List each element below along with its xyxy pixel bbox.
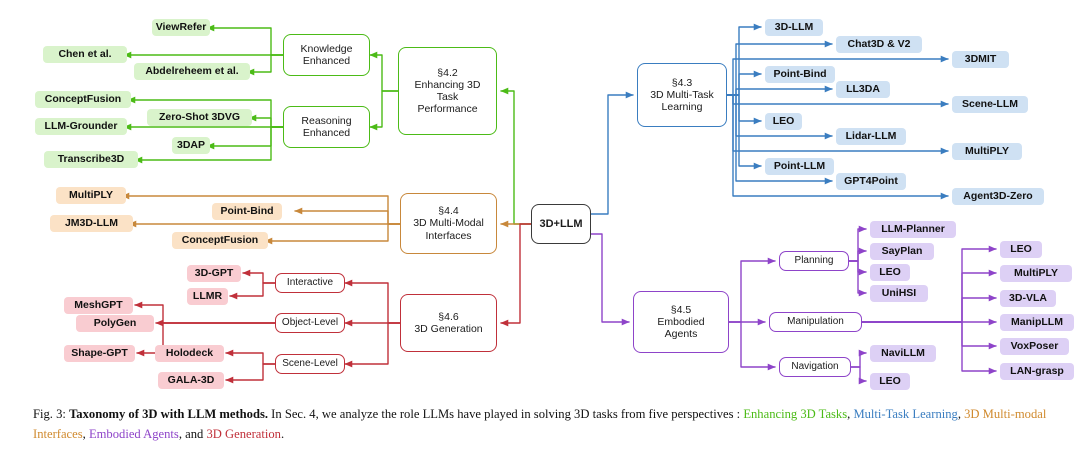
leaf-3d-llm[interactable]: 3D-LLM	[765, 19, 823, 36]
leaf-meshgpt[interactable]: MeshGPT	[64, 297, 133, 314]
leaf-conceptfusion-orange[interactable]: ConceptFusion	[172, 232, 268, 249]
caption-sep-4: , and	[178, 427, 207, 442]
caption-term-enhancing: Enhancing 3D Tasks	[743, 407, 848, 421]
leaf-shape-gpt[interactable]: Shape-GPT	[64, 345, 135, 362]
leaf-holodeck[interactable]: Holodeck	[155, 345, 224, 362]
caption-body: In Sec. 4, we analyze the role LLMs have…	[268, 407, 744, 421]
taxonomy-figure: 3D+LLM §4.2 Enhancing 3D Task Performanc…	[35, 19, 1074, 390]
leaf-point-llm[interactable]: Point-LLM	[765, 158, 834, 175]
category-node-planning[interactable]: Planning	[779, 251, 849, 271]
leaf-transcribe3d[interactable]: Transcribe3D	[44, 151, 138, 168]
caption-sep-3: ,	[82, 427, 89, 442]
leaf-agent3d-zero[interactable]: Agent3D-Zero	[952, 188, 1044, 205]
leaf-viewrefer[interactable]: ViewRefer	[152, 19, 210, 36]
caption-figure-number: Fig. 3:	[33, 407, 66, 421]
leaf-unihsi[interactable]: UniHSI	[870, 285, 928, 302]
section-node-4-5[interactable]: §4.5 Embodied Agents	[633, 291, 729, 353]
leaf-leo-manipulation[interactable]: LEO	[1000, 241, 1042, 258]
caption-sep-2: ,	[957, 407, 965, 421]
section-node-4-6[interactable]: §4.6 3D Generation	[400, 294, 497, 352]
leaf-zero-shot-3dvg[interactable]: Zero-Shot 3DVG	[147, 109, 252, 126]
leaf-navillm[interactable]: NaviLLM	[870, 345, 936, 362]
category-node-knowledge-enhanced[interactable]: Knowledge Enhanced	[283, 34, 370, 76]
leaf-manipllm[interactable]: ManipLLM	[1000, 314, 1074, 331]
category-node-interactive[interactable]: Interactive	[275, 273, 345, 293]
caption-term-multitask: Multi-Task Learning	[853, 407, 958, 421]
caption-end: .	[280, 427, 285, 442]
category-node-navigation[interactable]: Navigation	[779, 357, 851, 377]
leaf-point-bind-blue[interactable]: Point-Bind	[765, 66, 835, 83]
root-node-3d-llm[interactable]: 3D+LLM	[531, 204, 591, 244]
leaf-llm-planner[interactable]: LLM-Planner	[870, 221, 956, 238]
section-node-4-2[interactable]: §4.2 Enhancing 3D Task Performance	[398, 47, 497, 135]
caption-term-embodied: Embodied Agents	[88, 427, 179, 442]
section-node-4-4[interactable]: §4.4 3D Multi-Modal Interfaces	[400, 193, 497, 254]
leaf-sayplan[interactable]: SayPlan	[870, 243, 934, 260]
leaf-chat3d-v2[interactable]: Chat3D & V2	[836, 36, 922, 53]
caption-term-generation: 3D Generation	[206, 427, 281, 442]
caption-term-multimodal: 3D Multi-modal Interfaces	[33, 407, 1047, 442]
leaf-3d-vla[interactable]: 3D-VLA	[1000, 290, 1056, 307]
leaf-multiply-blue[interactable]: MultiPLY	[952, 143, 1022, 160]
leaf-multiply-purple[interactable]: MultiPLY	[1000, 265, 1072, 282]
leaf-lan-grasp[interactable]: LAN-grasp	[1000, 363, 1074, 380]
leaf-gpt4point[interactable]: GPT4Point	[836, 173, 906, 190]
leaf-gala-3d[interactable]: GALA-3D	[158, 372, 224, 389]
category-node-scene-level[interactable]: Scene-Level	[275, 354, 345, 374]
leaf-leo-navigation[interactable]: LEO	[870, 373, 910, 390]
leaf-conceptfusion-green[interactable]: ConceptFusion	[35, 91, 131, 108]
connector-wires	[121, 23, 997, 385]
leaf-llmr[interactable]: LLMR	[187, 288, 228, 305]
leaf-lidar-llm[interactable]: Lidar-LLM	[836, 128, 906, 145]
leaf-scene-llm[interactable]: Scene-LLM	[952, 96, 1028, 113]
leaf-multiply-orange[interactable]: MultiPLY	[56, 187, 126, 204]
leaf-3dmit[interactable]: 3DMIT	[952, 51, 1009, 68]
leaf-leo-blue[interactable]: LEO	[765, 113, 802, 130]
category-node-reasoning-enhanced[interactable]: Reasoning Enhanced	[283, 106, 370, 148]
leaf-point-bind-orange[interactable]: Point-Bind	[212, 203, 282, 220]
leaf-voxposer[interactable]: VoxPoser	[1000, 338, 1069, 355]
leaf-3d-gpt[interactable]: 3D-GPT	[187, 265, 241, 282]
leaf-jm3d-llm[interactable]: JM3D-LLM	[50, 215, 133, 232]
caption-sep-1: ,	[847, 407, 854, 421]
figure-caption: Fig. 3: Taxonomy of 3D with LLM methods.…	[33, 404, 1047, 445]
section-node-4-3[interactable]: §4.3 3D Multi-Task Learning	[637, 63, 727, 127]
leaf-llm-grounder[interactable]: LLM-Grounder	[35, 118, 127, 135]
leaf-chen-et-al[interactable]: Chen et al.	[43, 46, 127, 63]
leaf-3dap[interactable]: 3DAP	[172, 137, 210, 154]
category-node-manipulation[interactable]: Manipulation	[769, 312, 862, 332]
leaf-polygen[interactable]: PolyGen	[76, 315, 154, 332]
leaf-ll3da[interactable]: LL3DA	[836, 81, 890, 98]
category-node-object-level[interactable]: Object-Level	[275, 313, 345, 333]
leaf-leo-planning[interactable]: LEO	[870, 264, 910, 281]
caption-title: Taxonomy of 3D with LLM methods.	[69, 407, 269, 421]
leaf-abdelreheem-et-al[interactable]: Abdelreheem et al.	[134, 63, 250, 80]
